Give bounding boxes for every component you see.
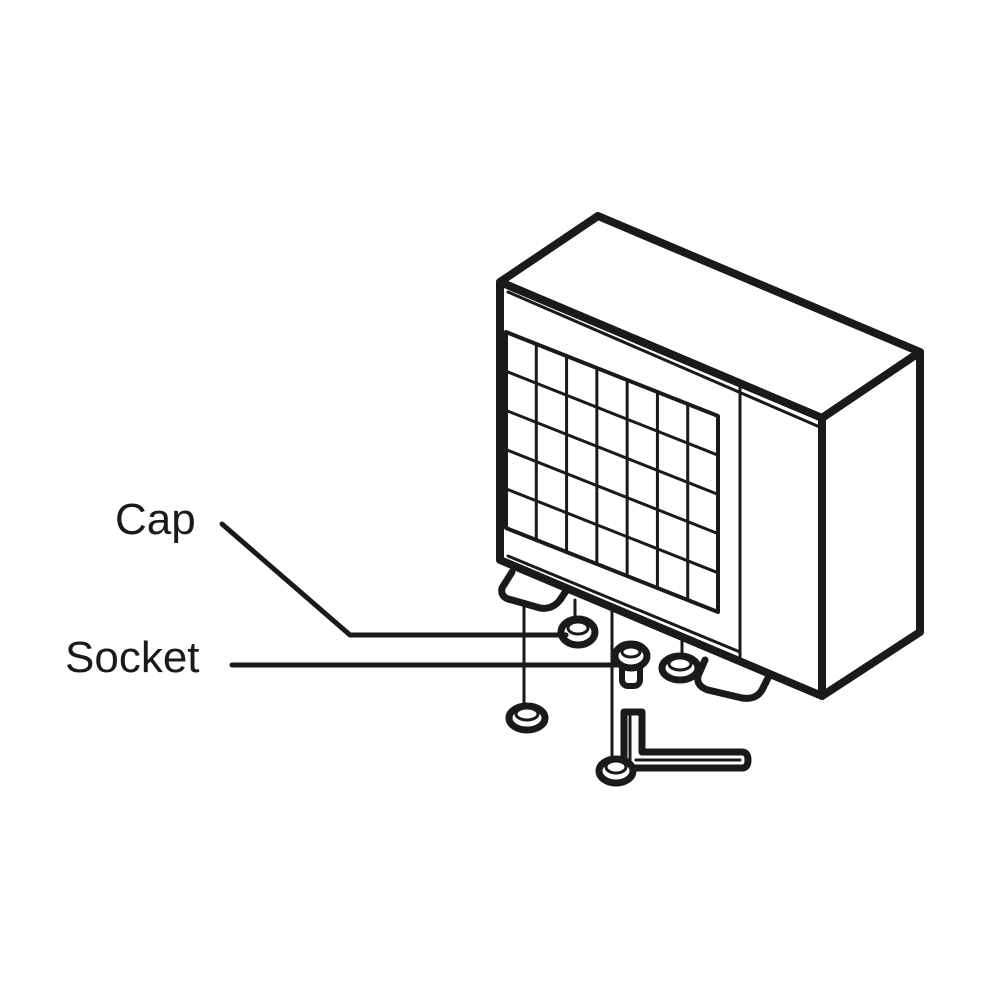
right-foot: [694, 656, 772, 702]
socket-label: Socket: [65, 633, 200, 682]
grille-horizontal-bar: [504, 487, 720, 575]
grille-horizontal-bar: [504, 408, 720, 496]
loose-cap-icon: [505, 702, 549, 734]
lower-cap-icon: [595, 755, 637, 787]
fan-grille: [504, 330, 720, 614]
unit-side-face: [818, 348, 924, 700]
socket-icon: [611, 640, 651, 689]
cap-leader-line: [219, 521, 569, 638]
left-foot: [498, 568, 572, 612]
grille-horizontal-bar: [504, 369, 720, 457]
outdoor-unit: [496, 212, 924, 700]
valve-assembly: [505, 598, 752, 787]
unit-front-bottom-edge: [506, 554, 742, 654]
grille-outline: [504, 330, 720, 614]
hex-key-icon: [620, 708, 752, 772]
grille-horizontal-bar: [504, 448, 720, 536]
unit-front-bevel: [506, 290, 824, 430]
mounting-feet: [498, 568, 772, 702]
cap-icon: [557, 615, 599, 649]
cap-label: Cap: [115, 495, 196, 544]
right-valve-cap-icon: [658, 652, 702, 684]
